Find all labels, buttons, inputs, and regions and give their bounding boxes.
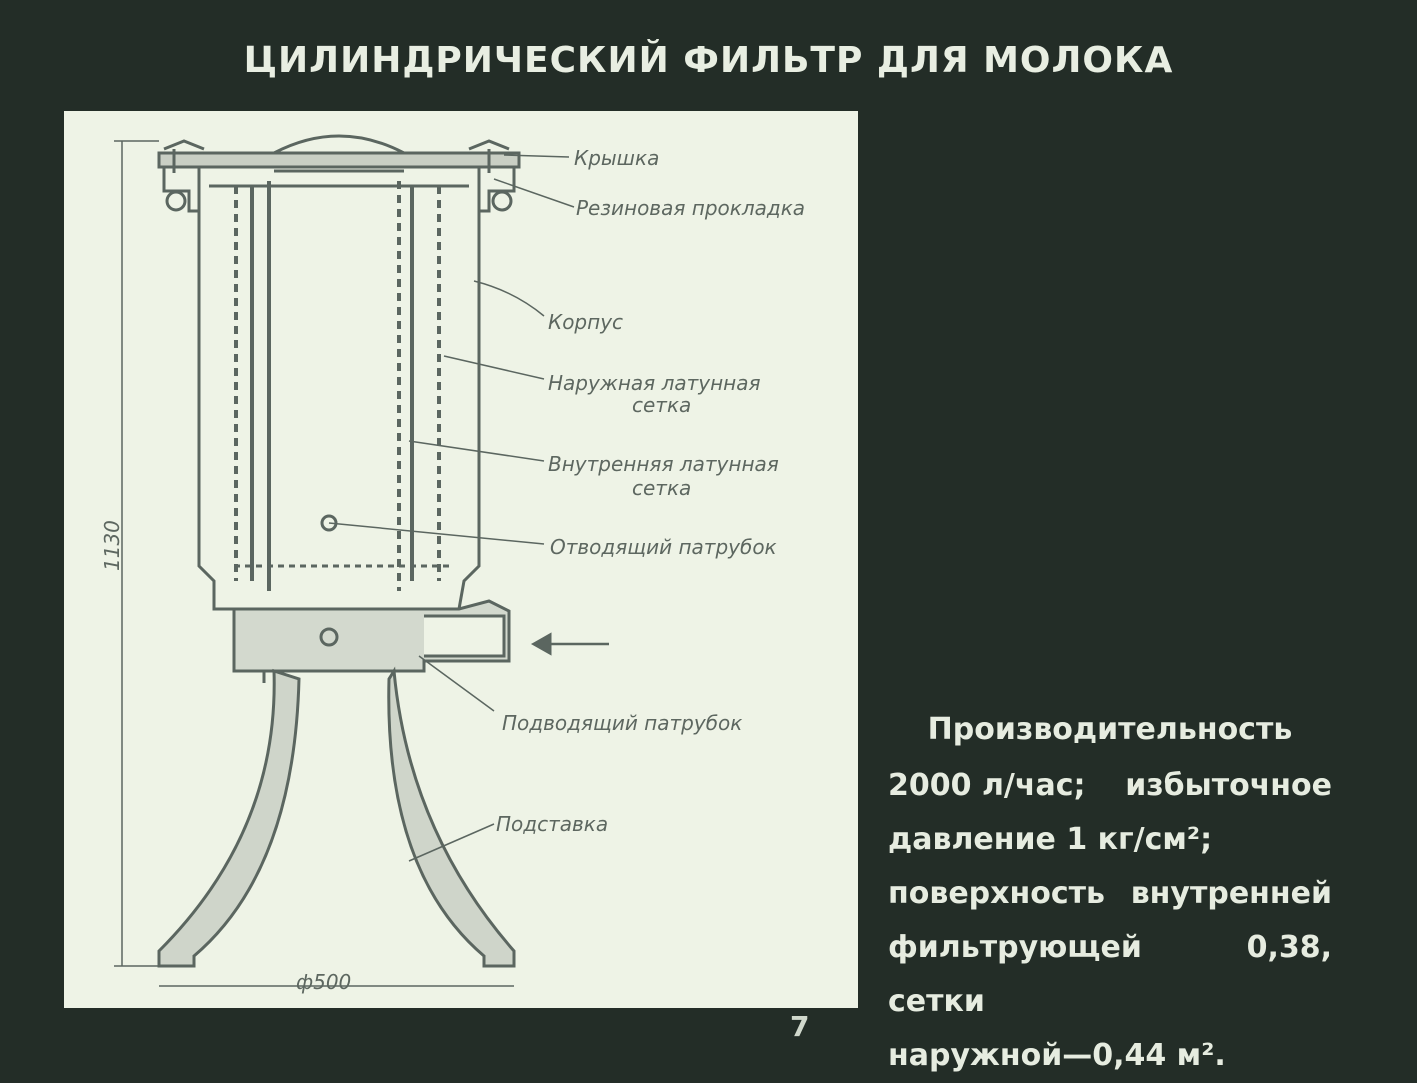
specs-heading: Производительность (927, 712, 1293, 747)
label-outer-mesh: Наружная латунная (548, 371, 761, 395)
lid-shape (157, 151, 521, 169)
specs-block: Производительность 2000 л/час;избыточное… (880, 712, 1340, 1083)
stand-shape (157, 666, 516, 968)
filter-diagram: Крышка Резиновая прокладка Корпус Наружн… (100, 134, 805, 994)
label-body: Корпус (548, 310, 623, 334)
label-lid: Крышка (574, 146, 659, 170)
body-outline (197, 211, 234, 611)
label-inner-mesh: Внутренняя латунная (548, 452, 779, 476)
label-inlet: Подводящий патрубок (502, 711, 742, 735)
slide-title: ЦИЛИНДРИЧЕСКИЙ ФИЛЬТР ДЛЯ МОЛОКА (243, 40, 1174, 81)
label-height: 1130 (100, 520, 124, 571)
lid-dome (273, 134, 405, 155)
filter-diagram-panel: Крышка Резиновая прокладка Корпус Наружн… (64, 111, 858, 1008)
label-outlet: Отводящий патрубок (550, 535, 777, 559)
label-stand: Подставка (496, 812, 608, 836)
label-outer-mesh-2: сетка (632, 393, 691, 417)
specs-line: давление 1 кг/см²; (888, 822, 1213, 857)
label-gasket: Резиновая прокладка (576, 196, 805, 220)
specs-line: 2000 л/час;избыточное (888, 768, 1332, 803)
label-inner-mesh-2: сетка (632, 476, 691, 500)
specs-line: наружной—0,44 м². (888, 1038, 1226, 1073)
page-number: 7 (790, 1010, 810, 1043)
label-diameter: ф500 (296, 970, 351, 994)
